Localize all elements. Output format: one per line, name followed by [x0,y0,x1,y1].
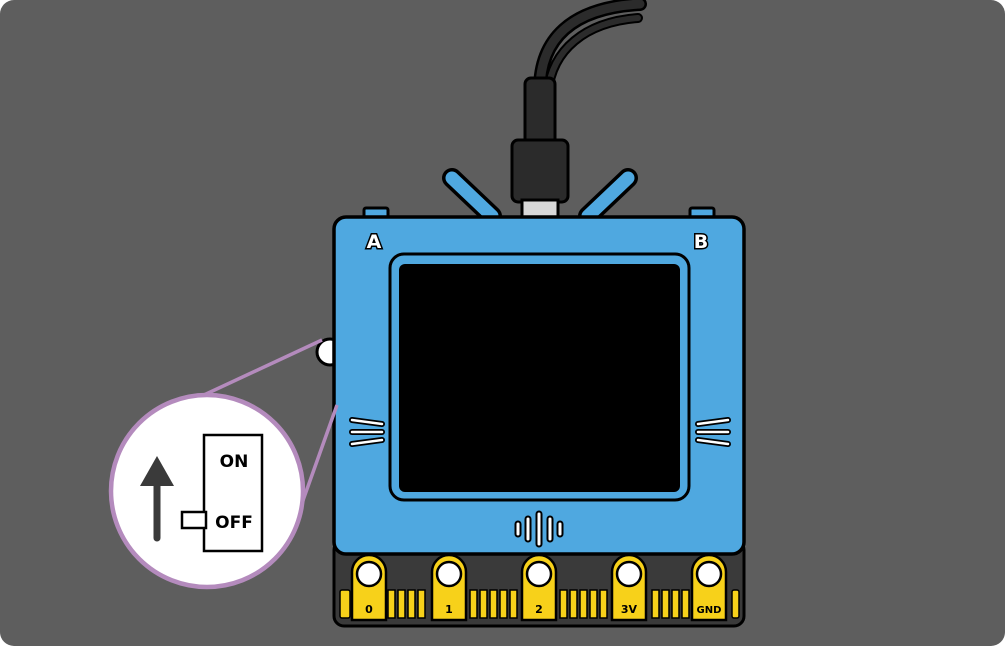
pin-label: GND [697,605,722,616]
usb-cable [510,0,647,220]
switch-slider[interactable] [180,510,208,530]
pin-label: 0 [365,603,373,616]
antenna-ears [442,168,638,226]
pin-3v[interactable]: 3V [610,553,648,622]
screen-display [399,264,680,492]
button-b-label: B [694,231,708,253]
power-switch-callout: ON OFF [108,392,306,590]
button-a-label: A [367,231,382,253]
pin-label: 3V [621,603,638,616]
pin-0[interactable]: 0 [350,553,388,622]
pin-2[interactable]: 2 [520,553,558,622]
pin-label: 1 [445,603,453,616]
pin-1[interactable]: 1 [430,553,468,622]
up-arrow-icon [140,456,174,542]
switch-off-label: OFF [215,513,253,533]
switch-on-label: ON [220,452,249,472]
pin-label: 2 [535,603,543,616]
switch-body [202,433,264,553]
speaker-icon [514,510,564,548]
pin-gnd[interactable]: GND [690,553,728,622]
